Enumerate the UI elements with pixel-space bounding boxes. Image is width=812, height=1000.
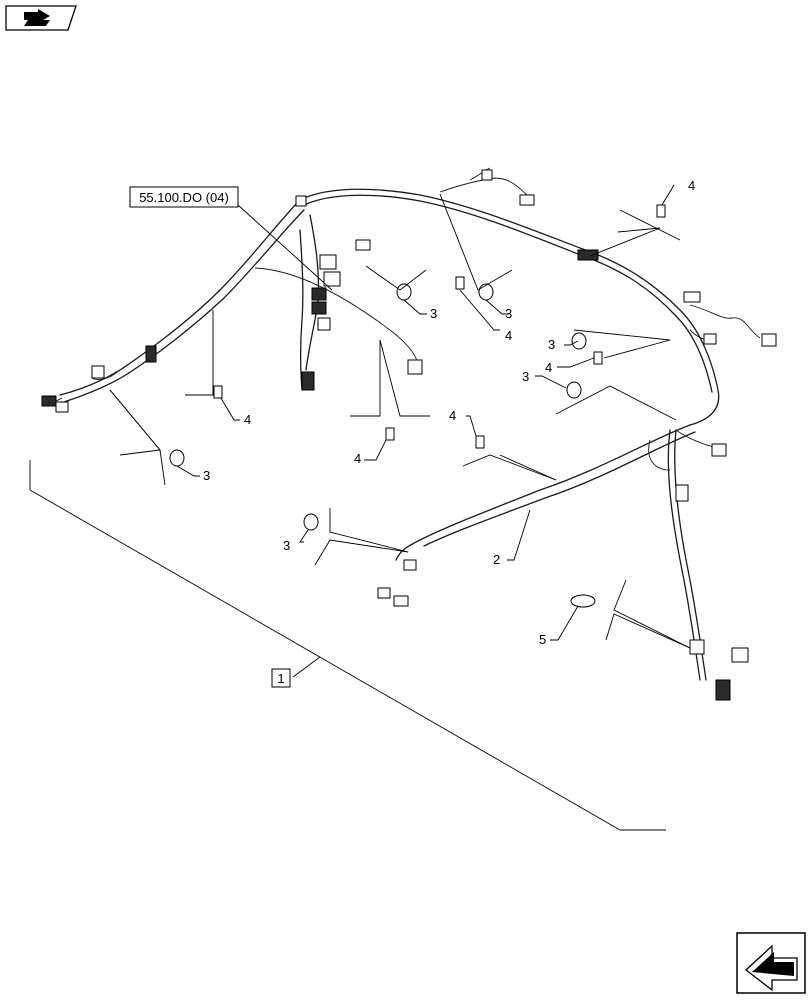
callout-4-d: 4	[244, 412, 251, 427]
callout-2: 2	[493, 552, 500, 567]
callout-4-f: 4	[354, 451, 361, 466]
assembly-bracket-lines	[29, 460, 666, 831]
callout-3-b: 3	[505, 306, 512, 321]
callout-3-d: 3	[522, 369, 529, 384]
callout-3-a: 3	[430, 306, 437, 321]
callout-3-e: 3	[203, 468, 210, 483]
callout-labels: 4 3 3 4 3 4 3 4 4 4 3 3 2 5	[203, 178, 695, 647]
main-harness	[43, 167, 761, 681]
grommet-parts	[169, 283, 587, 531]
reference-box-label: 55.100.DO (04)	[139, 190, 229, 205]
callout-4-c: 4	[545, 360, 552, 375]
reference-box[interactable]: 55.100.DO (04)	[129, 186, 239, 208]
callout-4-a: 4	[688, 178, 695, 193]
connector-group	[41, 169, 777, 701]
cable-tie-part	[570, 594, 596, 608]
leader-lines	[109, 184, 691, 649]
callout-5: 5	[539, 632, 546, 647]
callout-3-f: 3	[283, 538, 290, 553]
callout-3-c: 3	[548, 337, 555, 352]
next-page-arrow-icon[interactable]	[736, 932, 806, 994]
assembly-callout-label: 1	[277, 671, 284, 686]
assembly-callout-1[interactable]: 1	[271, 668, 291, 688]
clip-parts	[213, 204, 666, 449]
book-nav-icon[interactable]	[5, 5, 77, 31]
callout-4-e: 4	[449, 408, 456, 423]
callout-4-b: 4	[505, 328, 512, 343]
